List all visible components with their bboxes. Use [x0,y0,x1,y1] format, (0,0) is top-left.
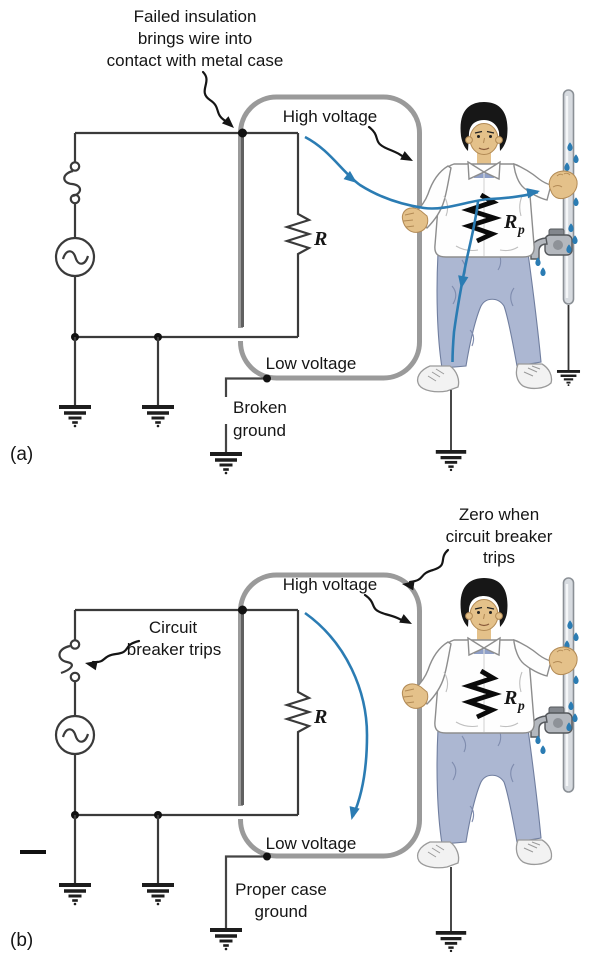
fault-callout-line-2: brings wire into [138,29,252,48]
high-voltage-arrow [367,125,408,160]
zero-callout-line-2: circuit breaker [446,527,553,546]
fault-contact-dot [238,128,247,138]
fault-callout-line-1: Failed insulation [134,7,257,26]
proper-ground-wire [224,855,267,929]
low-voltage-label: Low voltage [266,834,357,853]
resistor-icon [283,133,313,337]
case-ground-dot [263,852,271,861]
circuit-breaker-tripped-icon [58,639,81,683]
case-wall-gap [235,806,250,819]
high-voltage-label: High voltage [283,107,378,126]
case-wall-gap [235,328,250,341]
ground-stems [73,815,160,884]
zero-callout-line-3: trips [483,548,515,567]
broken-ground-wire [224,377,267,452]
panel-a-label: (a) [10,444,33,465]
high-voltage-arrow [363,593,406,623]
ac-source-icon [54,236,96,278]
proper-ground-label-line-2: ground [255,902,308,921]
appliance-case [238,572,422,859]
resistor-icon [283,610,313,815]
breaker-callout-line-1: Circuit [149,618,197,637]
fault-callout-arrow [201,70,229,124]
current-path [304,611,369,822]
appliance-case [238,94,422,381]
fault-contact-dot [238,605,247,615]
ground-stems [73,337,160,406]
fault-callout-line-3: contact with metal case [107,51,284,70]
breaker-callout-arrow [91,639,141,664]
low-voltage-label: Low voltage [266,354,357,373]
ac-source-icon [54,714,96,756]
broken-ground-label-line-2: ground [233,421,286,440]
zero-callout-arrow [408,548,450,584]
circuit-breaker-closed-icon [63,161,82,205]
zero-callout-line-1: Zero when [459,505,539,524]
case-ground-dot [263,374,271,383]
resistor-label: R [313,706,327,728]
high-voltage-label: High voltage [283,575,378,594]
broken-ground-label-line-1: Broken [233,398,287,417]
current-path [304,135,541,363]
panel-a: Failed insulation brings wire into conta… [10,7,582,477]
panel-b-label: (b) [10,930,33,951]
panel-b: Zero when circuit breaker trips High vol… [10,505,579,955]
breaker-callout-line-2: breaker trips [127,640,221,659]
proper-ground-label-line-1: Proper case [235,880,327,899]
resistor-label: R [313,228,327,250]
